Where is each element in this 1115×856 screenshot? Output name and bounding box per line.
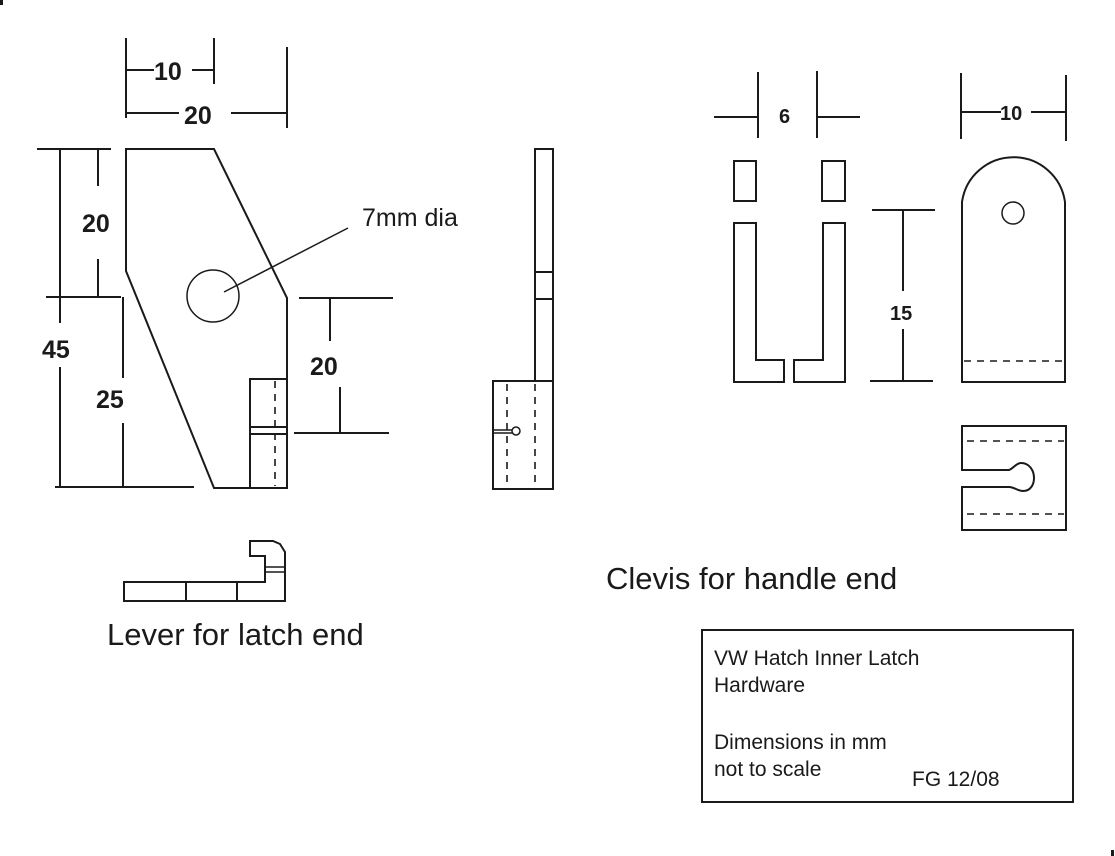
dim-clevis-height: 15 [890,303,912,325]
dim-top-inner-width: 10 [154,58,182,86]
clevis-arm-left [733,222,785,383]
title-block-border [701,629,1074,803]
dim-lower-height: 25 [96,386,124,414]
clevis-tab-hole [1001,201,1025,225]
top-view-outline [123,540,286,602]
lever-side-view [492,148,554,490]
side-view-upper [534,148,554,382]
title-line-2: Hardware [714,674,805,697]
lever-caption: Lever for latch end [107,617,364,652]
note-scale: not to scale [714,758,821,781]
title-block: VW Hatch Inner Latch Hardware Dimensions… [701,629,1074,803]
note-dimensions: Dimensions in mm [714,731,887,754]
dim-tab-width: 10 [1000,103,1022,125]
corner-mark [1111,850,1114,856]
clevis-arm-right [793,222,846,383]
clevis-slot-outline [961,425,1067,531]
lever-hole [186,269,240,323]
clevis-section-view: 6 15 [714,71,935,383]
dim-overall-height: 45 [42,336,70,364]
side-view-pin-head [511,426,521,436]
hole-leader-line [223,227,349,293]
dim-overall-width: 20 [184,102,212,130]
corner-mark [0,0,3,5]
clevis-top-view [961,425,1067,531]
clevis-tab-outline [961,156,1066,383]
dim-hole-to-tab: 20 [310,353,338,381]
side-view-lower [492,380,554,490]
dim-gap-width: 6 [779,106,790,128]
author-date: FG 12/08 [912,768,1000,791]
clevis-ear-left [733,160,757,202]
title-line-1: VW Hatch Inner Latch [714,647,919,670]
clevis-front-view: 10 [960,73,1067,383]
lever-top-view [123,540,286,602]
clevis-ear-right [821,160,846,202]
lever-front-view: 7mm dia 10 20 20 45 25 [37,38,458,489]
hole-note: 7mm dia [362,204,458,232]
clevis-caption: Clevis for handle end [606,561,897,596]
dim-upper-height: 20 [82,210,110,238]
lever-outline [125,148,288,489]
